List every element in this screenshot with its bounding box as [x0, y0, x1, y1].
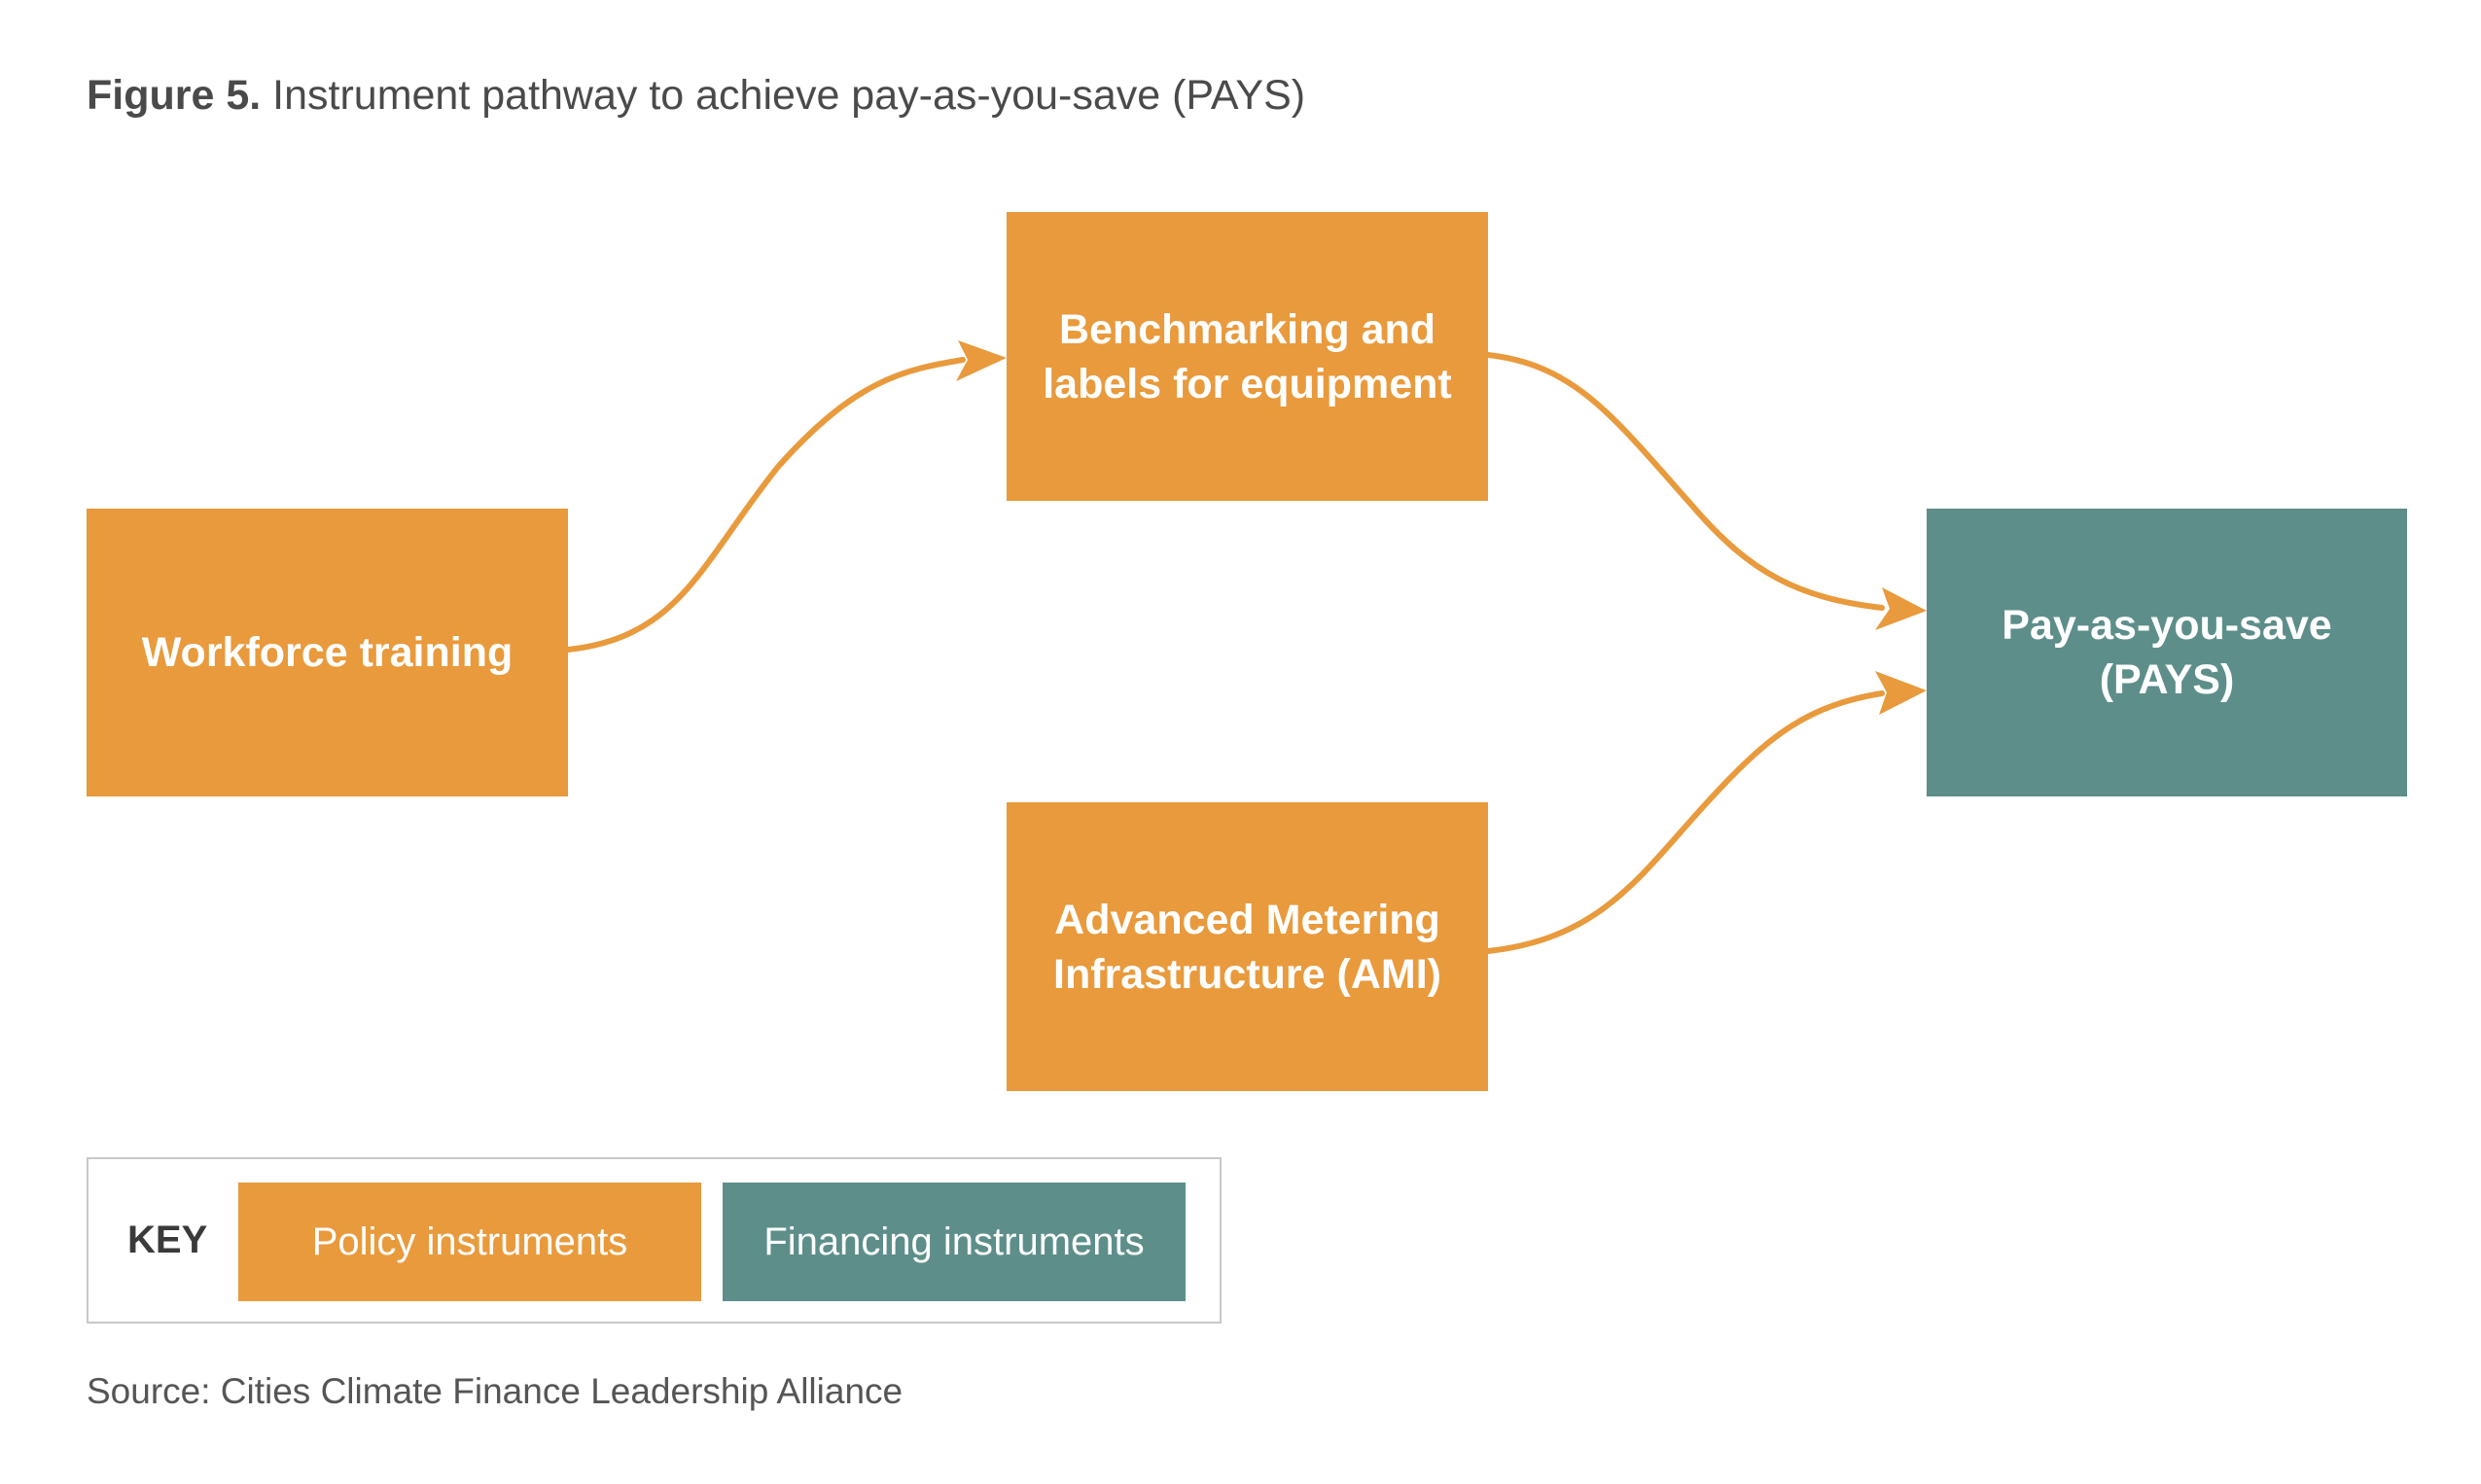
arrow-workforce-to-benchmarking — [565, 357, 966, 653]
figure-number: Figure 5. — [87, 72, 262, 119]
node-pays: Pay-as-you-save (PAYS) — [1927, 509, 2407, 796]
node-pays-label: Pay-as-you-save (PAYS) — [2002, 602, 2332, 703]
legend-financing-label: Financing instruments — [763, 1219, 1145, 1263]
arrowhead-pays-top — [1875, 587, 1927, 630]
arrowhead-benchmarking — [956, 340, 1007, 381]
arrowhead-pays-bottom — [1875, 671, 1927, 715]
node-benchmarking-labels: Benchmarking and labels for equipment — [1007, 212, 1488, 501]
legend-key: KEY Policy instruments Financing instrum… — [87, 1157, 1222, 1324]
arrow-benchmarking-to-pays — [1485, 352, 1885, 611]
legend-financing-instruments: Financing instruments — [723, 1183, 1186, 1301]
node-benchmarking-labels-label: Benchmarking and labels for equipment — [1043, 305, 1452, 407]
node-advanced-metering: Advanced Metering Infrastructure (AMI) — [1007, 802, 1488, 1091]
node-workforce-training-label: Workforce training — [141, 629, 514, 676]
node-advanced-metering-label: Advanced Metering Infrastructure (AMI) — [1053, 896, 1441, 998]
legend-policy-instruments: Policy instruments — [238, 1183, 701, 1301]
source-note: Source: Cities Climate Finance Leadershi… — [87, 1371, 904, 1411]
legend-policy-label: Policy instruments — [311, 1219, 628, 1263]
figure-caption: Instrument pathway to achieve pay-as-you… — [261, 72, 1306, 119]
node-workforce-training: Workforce training — [87, 509, 568, 796]
arrow-ami-to-pays — [1485, 690, 1885, 954]
legend-key-label: KEY — [127, 1219, 208, 1261]
figure-title: Figure 5. Instrument pathway to achieve … — [87, 72, 1305, 120]
